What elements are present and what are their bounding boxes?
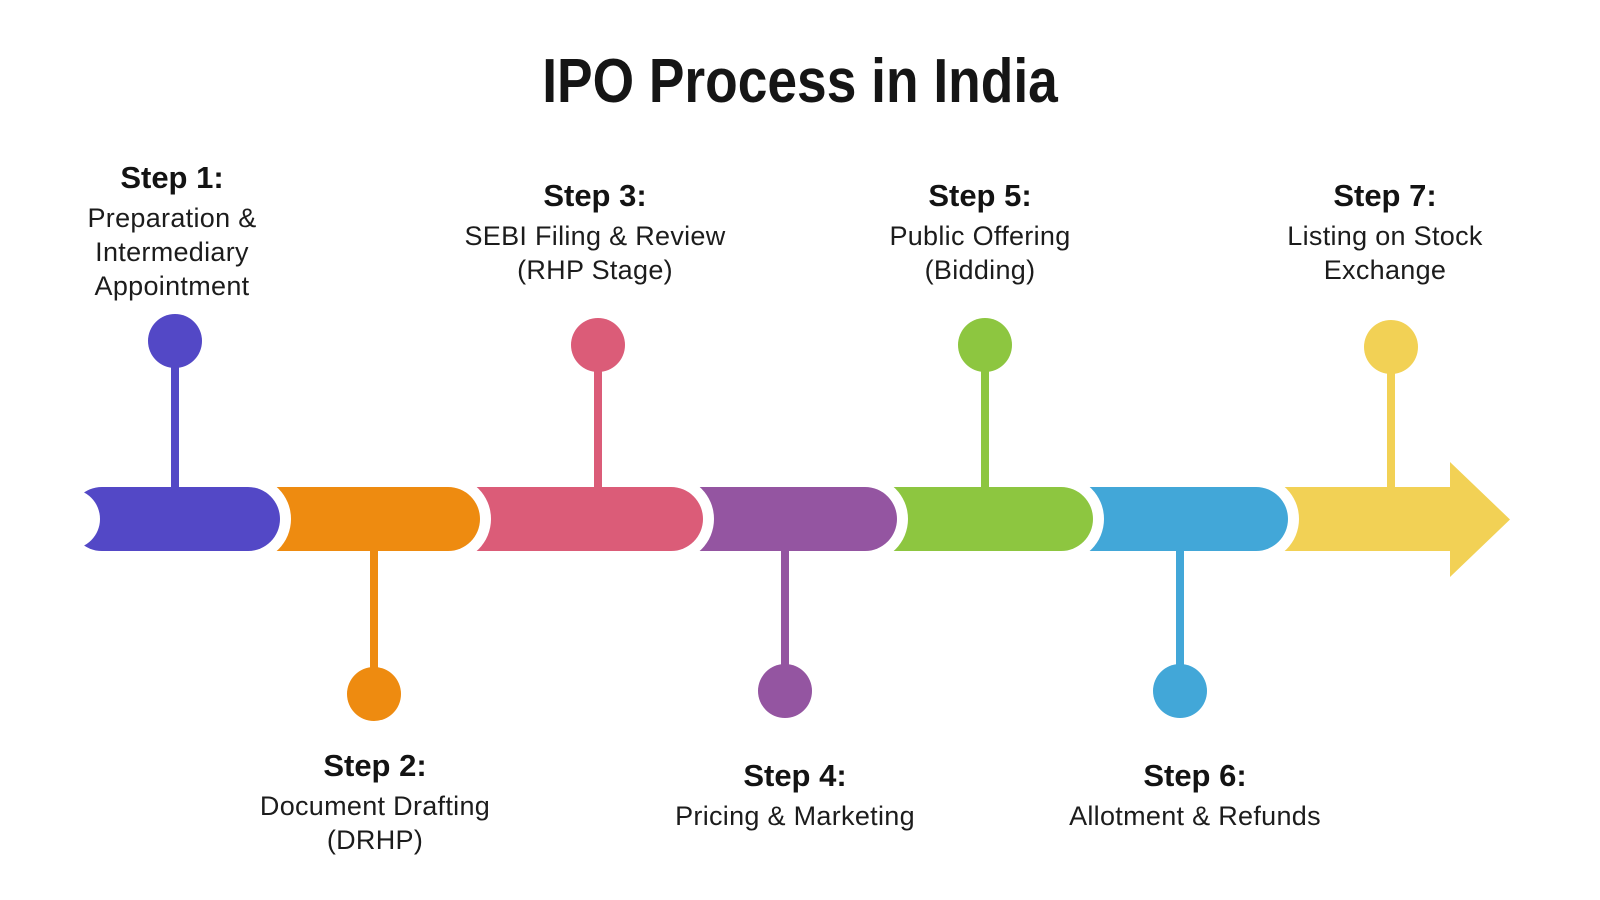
step-5-text: Step 5: Public Offering (Bidding) xyxy=(830,178,1130,287)
step-5-stem xyxy=(981,348,989,491)
timeline-start-notch xyxy=(40,489,100,549)
step-3-line: SEBI Filing & Review xyxy=(464,221,726,251)
step-3-stem xyxy=(594,348,602,491)
step-5-dot xyxy=(958,318,1012,372)
step-6-stem xyxy=(1176,546,1184,694)
step-7-dot xyxy=(1364,320,1418,374)
step-3-line: (RHP Stage) xyxy=(517,255,673,285)
step-1-dot xyxy=(148,314,202,368)
step-6-line: Allotment & Refunds xyxy=(1069,801,1321,831)
timeline-segment-1 xyxy=(70,487,280,551)
step-5-line: Public Offering xyxy=(889,221,1071,251)
step-2-stem xyxy=(370,546,378,696)
step-3-text: Step 3: SEBI Filing & Review (RHP Stage) xyxy=(445,178,745,287)
step-7-line: Exchange xyxy=(1323,255,1447,285)
step-1-line: Preparation & xyxy=(87,203,257,233)
page-title: IPO Process in India xyxy=(542,47,1058,116)
step-4-dot xyxy=(758,664,812,718)
step-7-label: Step 7: xyxy=(1333,178,1437,213)
step-5-label: Step 5: xyxy=(928,178,1032,213)
step-1-stem xyxy=(171,345,179,491)
step-5-line: (Bidding) xyxy=(924,255,1036,285)
step-4-text: Step 4: Pricing & Marketing xyxy=(645,758,945,833)
step-3-dot xyxy=(571,318,625,372)
step-1-text: Step 1: Preparation & Intermediary Appoi… xyxy=(42,160,302,303)
step-4-label: Step 4: xyxy=(743,758,847,793)
step-1-line: Appointment xyxy=(94,271,250,301)
step-7-stem xyxy=(1387,350,1395,491)
step-2-line: Document Drafting xyxy=(259,791,491,821)
step-2-line: (DRHP) xyxy=(326,825,424,855)
step-1-label: Step 1: xyxy=(120,160,224,195)
arrowhead-icon xyxy=(1450,462,1510,577)
step-3-label: Step 3: xyxy=(543,178,647,213)
step-7-text: Step 7: Listing on Stock Exchange xyxy=(1235,178,1535,287)
step-7-line: Listing on Stock xyxy=(1287,221,1483,251)
step-4-line: Pricing & Marketing xyxy=(675,801,915,831)
step-1-line: Intermediary xyxy=(95,237,249,267)
step-6-label: Step 6: xyxy=(1143,758,1247,793)
step-6-text: Step 6: Allotment & Refunds xyxy=(1045,758,1345,833)
step-4-stem xyxy=(781,546,789,694)
step-6-dot xyxy=(1153,664,1207,718)
step-2-label: Step 2: xyxy=(323,748,427,783)
step-2-dot xyxy=(347,667,401,721)
step-2-text: Step 2: Document Drafting (DRHP) xyxy=(225,748,525,857)
